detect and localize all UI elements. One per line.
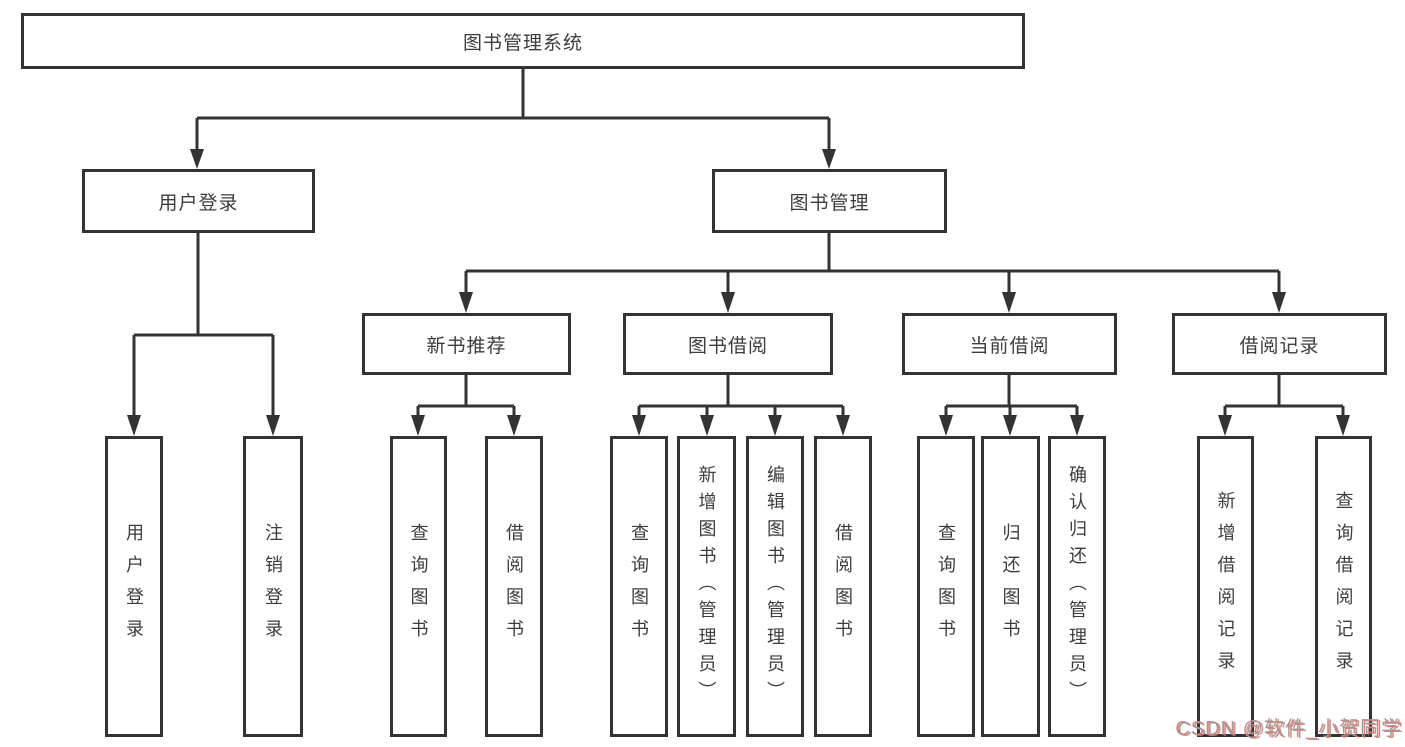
leaf-logout: 注销登录 <box>243 436 303 737</box>
node-book-management: 图书管理 <box>712 169 947 233</box>
node-label: 图书管理 <box>789 192 870 214</box>
leaf-user-login: 用户登录 <box>105 436 163 737</box>
leaf-add-borrow-record: 新增借阅记录 <box>1197 436 1254 737</box>
node-label: 图书借阅 <box>687 335 768 357</box>
node-label: 用户登录 <box>124 522 144 651</box>
leaf-confirm-return-admin: 确认归还（管理员） <box>1048 436 1106 737</box>
node-label: 确认归还（管理员） <box>1067 465 1087 708</box>
node-book-borrow: 图书借阅 <box>623 313 833 375</box>
node-label: 查询图书 <box>936 522 956 651</box>
csdn-watermark: CSDN @软件_小贺同学 <box>1175 718 1402 740</box>
node-new-book-recommend: 新书推荐 <box>362 313 571 375</box>
leaf-return-books: 归还图书 <box>981 436 1040 737</box>
node-label: 查询图书 <box>408 522 429 651</box>
leaf-borrow-books: 借阅图书 <box>814 436 872 737</box>
node-library-management-system: 图书管理系统 <box>21 13 1025 69</box>
node-label: 用户登录 <box>158 192 239 214</box>
node-label: 借阅图书 <box>504 522 524 651</box>
node-label: 新增图书（管理员） <box>696 465 717 708</box>
leaf-borrow-books-recommend: 借阅图书 <box>485 436 543 737</box>
node-label: 查询图书 <box>629 522 649 651</box>
node-current-borrow: 当前借阅 <box>902 313 1117 375</box>
node-label: 借阅图书 <box>833 522 853 651</box>
node-label: 借阅记录 <box>1239 335 1320 357</box>
node-label: 新书推荐 <box>426 335 507 357</box>
leaf-query-books-borrow: 查询图书 <box>610 436 668 737</box>
leaf-query-books-current: 查询图书 <box>917 436 975 737</box>
leaf-query-borrow-record: 查询借阅记录 <box>1315 436 1372 737</box>
leaf-query-books-recommend: 查询图书 <box>390 436 447 737</box>
node-label: 编辑图书（管理员） <box>765 465 785 708</box>
node-label: 图书管理系统 <box>462 32 583 54</box>
node-label: 归还图书 <box>1000 522 1021 651</box>
node-label: 注销登录 <box>263 522 283 651</box>
leaf-edit-books-admin: 编辑图书（管理员） <box>746 436 804 737</box>
node-label: 当前借阅 <box>969 335 1050 357</box>
node-label: 查询借阅记录 <box>1333 490 1354 683</box>
node-borrow-record: 借阅记录 <box>1172 313 1387 375</box>
node-user-login: 用户登录 <box>82 169 315 233</box>
leaf-add-books-admin: 新增图书（管理员） <box>677 436 736 737</box>
node-label: 新增借阅记录 <box>1215 490 1236 683</box>
